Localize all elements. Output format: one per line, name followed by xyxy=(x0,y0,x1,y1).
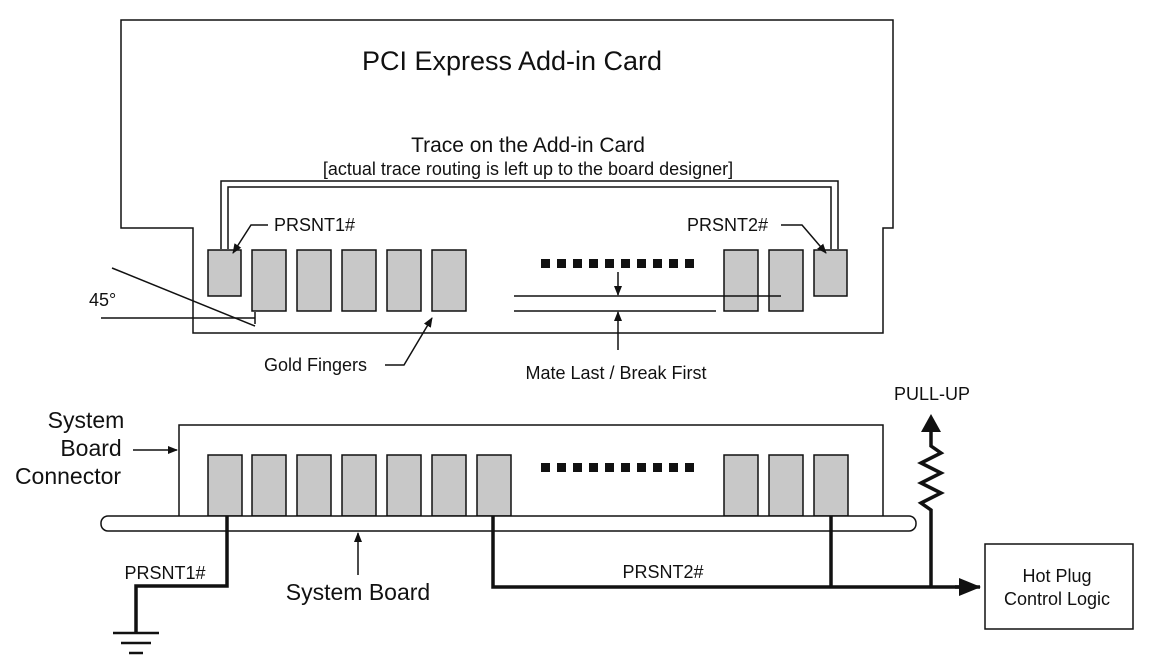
card-trace-outer xyxy=(220,180,839,249)
connector-pin xyxy=(251,454,287,517)
trace-note: [actual trace routing is left up to the … xyxy=(323,159,733,179)
card-title: PCI Express Add-in Card xyxy=(362,46,662,76)
card-pin-prsnt1 xyxy=(207,249,242,297)
connector-pin xyxy=(723,454,759,517)
connector-label-line2: Board xyxy=(60,435,121,461)
system-board-label: System Board xyxy=(286,579,430,605)
hotplug-label-line1: Hot Plug xyxy=(1022,566,1091,586)
mate-label: Mate Last / Break First xyxy=(525,363,706,383)
board-prsnt1-label: PRSNT1# xyxy=(124,563,205,583)
card-pin xyxy=(723,249,759,312)
card-prsnt1-label: PRSNT1# xyxy=(274,215,355,235)
trace-title: Trace on the Add-in Card xyxy=(411,134,645,157)
connector-label-line3: Connector xyxy=(15,463,121,489)
system-board xyxy=(100,515,917,532)
card-pins-ellipsis xyxy=(541,259,694,268)
board-prsnt2-label: PRSNT2# xyxy=(622,562,703,582)
angle-label: 45° xyxy=(89,290,116,310)
hot-plug-control-logic xyxy=(984,543,1134,630)
gold-fingers-label: Gold Fingers xyxy=(264,355,367,375)
card-pin xyxy=(296,249,332,312)
card-trace-inner xyxy=(227,186,832,249)
angle-line-diagonal xyxy=(111,267,256,327)
card-pin xyxy=(768,249,804,312)
card-pin xyxy=(341,249,377,312)
gold-fingers-arrow xyxy=(385,317,433,366)
ground-icon xyxy=(113,631,159,655)
connector-pin xyxy=(386,454,422,517)
card-prsnt1-arrow xyxy=(232,224,268,254)
connector-label-line1: System xyxy=(48,407,125,433)
connector-pins xyxy=(207,454,849,517)
add-in-card-outline xyxy=(120,19,894,334)
connector-pin xyxy=(341,454,377,517)
connector-pin xyxy=(296,454,332,517)
hotplug-label-line2: Control Logic xyxy=(1004,589,1110,609)
card-prsnt2-arrow xyxy=(781,224,827,254)
connector-pins-ellipsis xyxy=(541,463,694,472)
card-pin-prsnt2 xyxy=(813,249,848,297)
prsnt2-wire xyxy=(491,516,960,589)
card-gold-fingers xyxy=(207,249,848,312)
pullup-arrow-icon xyxy=(921,414,941,432)
pullup-resistor xyxy=(917,426,945,587)
pullup-label: PULL-UP xyxy=(894,384,970,404)
card-prsnt2-label: PRSNT2# xyxy=(687,215,768,235)
card-pin xyxy=(431,249,467,312)
connector-pin-prsnt1 xyxy=(207,454,243,517)
connector-pin-prsnt2 xyxy=(476,454,512,517)
connector-pin xyxy=(431,454,467,517)
prsnt1-ground-wire xyxy=(134,516,229,632)
card-pin xyxy=(251,249,287,312)
connector-pin xyxy=(768,454,804,517)
connector-pin-prsnt2-end xyxy=(813,454,849,517)
card-pin xyxy=(386,249,422,312)
